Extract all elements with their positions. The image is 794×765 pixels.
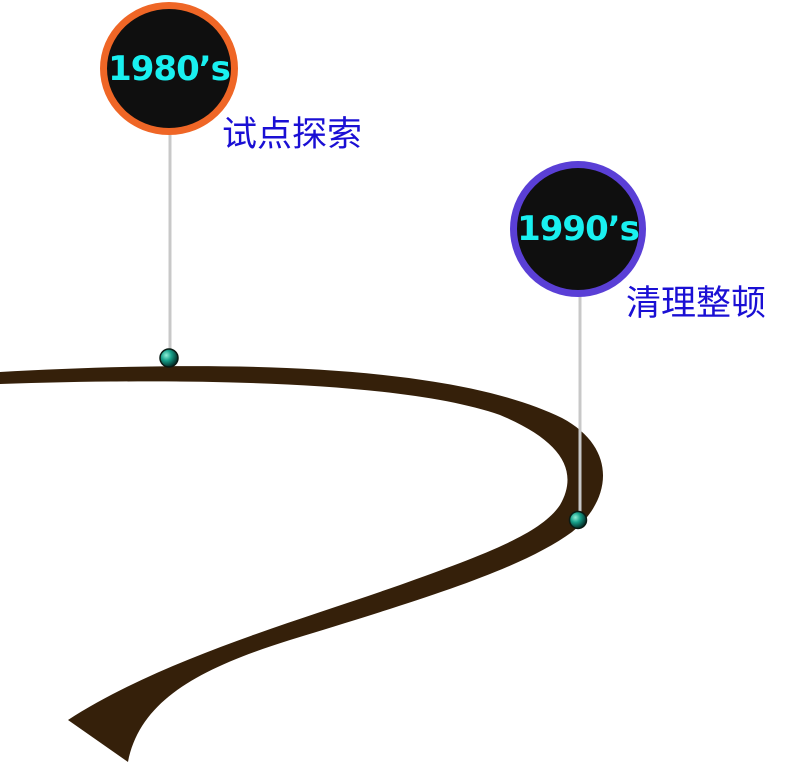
milestone-year-1980: 1980’s [108,48,231,89]
milestone-year-1990: 1990’s [517,209,640,249]
marker-dot-1990 [568,510,588,530]
milestone-badge-1990: 1990’s [510,161,646,297]
milestone-caption-1980: 试点探索 [222,115,363,155]
winding-road [0,366,604,762]
milestone-caption-1990: 清理整顿 [626,284,767,324]
milestone-badge-1980: 1980’s [100,2,238,135]
marker-dot-1980 [159,348,179,368]
